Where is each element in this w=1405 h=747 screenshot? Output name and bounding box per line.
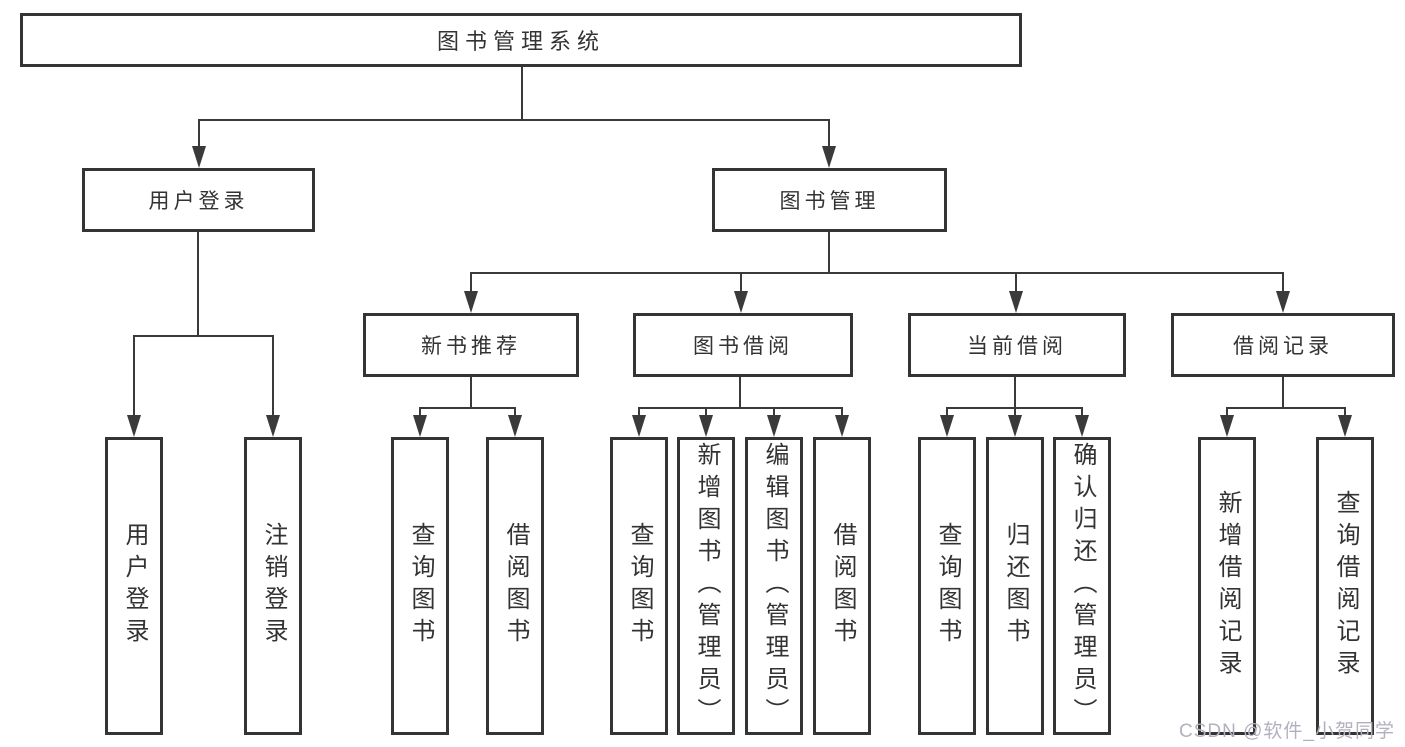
connector-line bbox=[828, 232, 830, 272]
node-book-management: 图书管理 bbox=[712, 168, 947, 232]
node-leaf-edit-books-admin: 编辑图书（管理员） bbox=[745, 437, 803, 735]
connector-line bbox=[740, 272, 742, 294]
connector-line bbox=[638, 407, 843, 409]
node-leaf-label: 新增图书（管理员） bbox=[693, 442, 720, 730]
node-book-borrowing: 图书借阅 bbox=[633, 313, 853, 377]
connector-line bbox=[272, 335, 274, 419]
node-leaf-query-books-1: 查询图书 bbox=[391, 437, 449, 735]
connector-line bbox=[133, 335, 135, 419]
node-leaf-user-login: 用户登录 bbox=[105, 437, 163, 735]
node-leaf-logout: 注销登录 bbox=[244, 437, 302, 735]
arrow-down-icon bbox=[1009, 291, 1023, 313]
node-leaf-label: 查询图书 bbox=[934, 522, 961, 650]
csdn-watermark: CSDN @软件_小贺同学 bbox=[1179, 721, 1395, 742]
connector-line bbox=[521, 67, 523, 119]
arrow-down-icon bbox=[266, 415, 280, 437]
connector-line bbox=[638, 407, 640, 419]
node-leaf-label: 查询图书 bbox=[626, 522, 653, 650]
connector-line bbox=[197, 232, 199, 335]
node-borrowing-records: 借阅记录 bbox=[1171, 313, 1395, 377]
arrow-down-icon bbox=[632, 415, 646, 437]
node-leaf-label: 编辑图书（管理员） bbox=[761, 442, 788, 730]
arrow-down-icon bbox=[1276, 291, 1290, 313]
node-leaf-query-books-2: 查询图书 bbox=[610, 437, 668, 735]
node-borrowing-records-label: 借阅记录 bbox=[1233, 335, 1333, 358]
arrow-down-icon bbox=[1008, 415, 1022, 437]
node-new-book-recommend: 新书推荐 bbox=[363, 313, 579, 377]
connector-line bbox=[1226, 407, 1228, 419]
arrow-down-icon bbox=[940, 415, 954, 437]
node-leaf-add-borrow-record: 新增借阅记录 bbox=[1198, 437, 1256, 735]
connector-line bbox=[1282, 272, 1284, 294]
arrow-down-icon bbox=[822, 146, 836, 168]
node-leaf-label: 借阅图书 bbox=[829, 522, 856, 650]
connector-line bbox=[198, 119, 200, 152]
connector-line bbox=[739, 377, 741, 407]
node-book-management-label: 图书管理 bbox=[779, 190, 880, 213]
node-new-book-recommend-label: 新书推荐 bbox=[421, 335, 521, 358]
arrow-down-icon bbox=[734, 291, 748, 313]
node-leaf-label: 确认归还（管理员） bbox=[1069, 442, 1096, 730]
connector-line bbox=[1014, 407, 1016, 419]
node-leaf-label: 查询图书 bbox=[407, 522, 434, 650]
node-current-borrowing-label: 当前借阅 bbox=[967, 335, 1067, 358]
node-leaf-return-books: 归还图书 bbox=[986, 437, 1044, 735]
arrow-down-icon bbox=[192, 146, 206, 168]
connector-line bbox=[133, 335, 273, 337]
node-leaf-query-books-3: 查询图书 bbox=[918, 437, 976, 735]
arrow-down-icon bbox=[413, 415, 427, 437]
arrow-down-icon bbox=[464, 291, 478, 313]
node-current-borrowing: 当前借阅 bbox=[908, 313, 1126, 377]
connector-line bbox=[946, 407, 948, 419]
connector-line bbox=[1015, 272, 1017, 294]
node-leaf-label: 新增借阅记录 bbox=[1214, 490, 1241, 682]
arrow-down-icon bbox=[699, 415, 713, 437]
connector-line bbox=[1014, 377, 1016, 407]
node-leaf-label: 借阅图书 bbox=[502, 522, 529, 650]
connector-line bbox=[470, 272, 472, 294]
node-user-login-label: 用户登录 bbox=[148, 190, 249, 213]
node-user-login: 用户登录 bbox=[82, 168, 315, 232]
connector-line bbox=[841, 407, 843, 419]
node-book-borrowing-label: 图书借阅 bbox=[693, 335, 793, 358]
connector-line bbox=[198, 119, 830, 121]
arrow-down-icon bbox=[127, 415, 141, 437]
connector-line bbox=[470, 377, 472, 407]
node-leaf-label: 查询借阅记录 bbox=[1332, 490, 1359, 682]
connector-line bbox=[470, 272, 1283, 274]
connector-line bbox=[419, 407, 421, 419]
connector-line bbox=[1344, 407, 1346, 419]
node-root-label: 图书管理系统 bbox=[436, 29, 605, 54]
connector-line bbox=[1282, 377, 1284, 407]
arrow-down-icon bbox=[767, 415, 781, 437]
node-leaf-label: 用户登录 bbox=[121, 522, 148, 650]
connector-line bbox=[419, 407, 516, 409]
arrow-down-icon bbox=[835, 415, 849, 437]
arrow-down-icon bbox=[508, 415, 522, 437]
node-leaf-add-books-admin: 新增图书（管理员） bbox=[677, 437, 735, 735]
arrow-down-icon bbox=[1075, 415, 1089, 437]
connector-line bbox=[1081, 407, 1083, 419]
connector-line bbox=[705, 407, 707, 419]
node-leaf-query-borrow-record: 查询借阅记录 bbox=[1316, 437, 1374, 735]
node-leaf-borrow-books-2: 借阅图书 bbox=[813, 437, 871, 735]
connector-line bbox=[773, 407, 775, 419]
node-leaf-borrow-books-1: 借阅图书 bbox=[486, 437, 544, 735]
node-leaf-confirm-return-admin: 确认归还（管理员） bbox=[1053, 437, 1111, 735]
arrow-down-icon bbox=[1338, 415, 1352, 437]
node-leaf-label: 注销登录 bbox=[260, 522, 287, 650]
arrow-down-icon bbox=[1220, 415, 1234, 437]
connector-line bbox=[1226, 407, 1345, 409]
node-root: 图书管理系统 bbox=[20, 13, 1022, 67]
connector-line bbox=[514, 407, 516, 419]
node-leaf-label: 归还图书 bbox=[1002, 522, 1029, 650]
connector-line bbox=[828, 119, 830, 152]
